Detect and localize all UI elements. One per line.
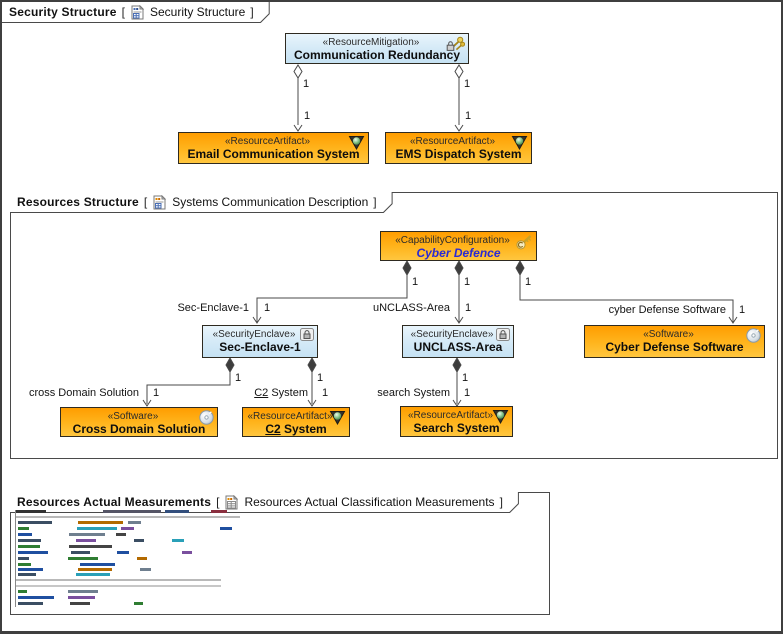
node-name: Cyber Defense Software xyxy=(605,340,744,354)
multiplicity-label[interactable]: 1 xyxy=(525,276,532,288)
role-label-search-system[interactable]: search System xyxy=(377,387,450,399)
padlock-badge-icon xyxy=(496,328,510,341)
arrowhead xyxy=(293,124,303,132)
bracket-close: ] xyxy=(250,5,254,19)
role-label-unclass-area[interactable]: uNCLASS-Area xyxy=(372,302,450,314)
frame-title: Resources Actual Measurements xyxy=(17,495,212,509)
multiplicity-label[interactable]: 1 xyxy=(464,276,471,288)
role-label-rest: System xyxy=(268,387,308,399)
measurements-preview[interactable] xyxy=(15,510,241,607)
bracket-open: [ xyxy=(143,195,148,209)
node-stereotype: «ResourceArtifact» xyxy=(247,411,333,422)
keys-and-padlock-icon xyxy=(444,36,466,52)
multiplicity-label[interactable]: 1 xyxy=(304,110,311,122)
node-stereotype: «ResourceArtifact» xyxy=(224,136,311,147)
frame-diagram-name: Security Structure xyxy=(149,5,246,19)
arrowhead xyxy=(454,124,464,132)
tab-fill xyxy=(10,192,392,212)
multiplicity-label[interactable]: 1 xyxy=(235,372,242,384)
node-name: Search System xyxy=(413,421,500,435)
node-stereotype: «ResourceArtifact» xyxy=(407,410,494,421)
frame-diagram-name: Resources Actual Classification Measurem… xyxy=(244,495,495,509)
aggregation-diamond xyxy=(454,64,464,79)
role-label-cyber-defense-software[interactable]: cyber Defense Software xyxy=(608,304,726,316)
multiplicity-label[interactable]: 1 xyxy=(464,78,471,90)
role-label-cross-domain-solution[interactable]: cross Domain Solution xyxy=(28,387,139,399)
role-label-sec-enclave-1[interactable]: Sec-Enclave-1 xyxy=(177,302,249,314)
frame-tab-security-structure[interactable]: Security Structure [ Security Structure … xyxy=(2,2,270,23)
node-communication-redundancy[interactable]: «ResourceMitigation» Communication Redun… xyxy=(285,33,469,64)
multiplicity-label[interactable]: 1 xyxy=(465,110,472,122)
node-stereotype: «Software» xyxy=(107,411,159,422)
frame-title: Security Structure xyxy=(9,5,117,19)
padlock-badge-icon xyxy=(300,328,314,341)
frame-tab-resources-structure[interactable]: Resources Structure [ Systems Communicat… xyxy=(10,192,393,213)
multiplicity-label[interactable]: 1 xyxy=(465,302,472,314)
plumb-shield-icon xyxy=(492,409,509,425)
node-stereotype: «SecurityEnclave» xyxy=(212,329,296,340)
node-name: Communication Redundancy xyxy=(293,48,460,62)
node-stereotype: «Software» xyxy=(643,329,694,340)
frame-diagram-name: Systems Communication Description xyxy=(172,195,369,209)
node-stereotype: «CapabilityConfiguration» xyxy=(395,235,510,246)
multiplicity-label[interactable]: 1 xyxy=(739,304,746,316)
multiplicity-label[interactable]: 1 xyxy=(153,387,160,399)
diagram-document-icon xyxy=(131,4,144,20)
node-name: UNCLASS-Area xyxy=(413,340,503,354)
cd-disc-icon xyxy=(746,328,761,343)
node-name-underlined: C2 xyxy=(265,422,281,436)
cd-disc-icon xyxy=(199,410,214,425)
table-document-icon xyxy=(225,494,239,510)
bracket-open: [ xyxy=(216,495,220,509)
node-name-rest: System xyxy=(280,422,327,436)
node-cyber-defense-software[interactable]: «Software» Cyber Defense Software xyxy=(584,325,765,358)
frame-title: Resources Structure xyxy=(17,195,139,209)
frame-tab-resources-measurements[interactable]: Resources Actual Measurements [ Resource… xyxy=(10,492,519,513)
multiplicity-label[interactable]: 1 xyxy=(317,372,324,384)
node-search-system[interactable]: «ResourceArtifact» Search System xyxy=(400,406,513,437)
role-label-underlined: C2 xyxy=(254,387,269,399)
key-clock-icon xyxy=(515,234,533,250)
node-name: EMS Dispatch System xyxy=(395,147,522,161)
bracket-close: ] xyxy=(373,195,377,209)
node-sec-enclave-1[interactable]: «SecurityEnclave» Sec-Enclave-1 xyxy=(202,325,318,358)
node-stereotype: «ResourceArtifact» xyxy=(409,136,496,147)
node-c2-system[interactable]: «ResourceArtifact» C2 System xyxy=(242,407,350,437)
node-name: C2 System xyxy=(243,422,349,436)
bracket-open: [ xyxy=(121,5,125,19)
multiplicity-label[interactable]: 1 xyxy=(464,387,471,399)
bracket-close: ] xyxy=(499,495,503,509)
multiplicity-label[interactable]: 1 xyxy=(462,372,469,384)
node-stereotype: «ResourceMitigation» xyxy=(322,37,420,48)
node-ems-dispatch-system[interactable]: «ResourceArtifact» EMS Dispatch System xyxy=(385,132,532,164)
node-name: Email Communication System xyxy=(187,147,360,161)
diagram-document-icon xyxy=(153,194,167,210)
node-cyber-defence[interactable]: «CapabilityConfiguration» Cyber Defence xyxy=(380,231,537,261)
tab-fill xyxy=(10,492,518,512)
node-name: Sec-Enclave-1 xyxy=(219,340,301,354)
frame-resources-measurements[interactable]: Resources Actual Measurements [ Resource… xyxy=(10,492,550,615)
multiplicity-label[interactable]: 1 xyxy=(322,387,329,399)
node-unclass-area[interactable]: «SecurityEnclave» UNCLASS-Area xyxy=(402,325,514,358)
node-stereotype: «SecurityEnclave» xyxy=(410,329,494,340)
multiplicity-label[interactable]: 1 xyxy=(264,302,271,314)
role-label-c2-system[interactable]: C2 System xyxy=(254,387,308,399)
plumb-shield-icon xyxy=(348,135,365,151)
plumb-shield-icon xyxy=(329,410,346,426)
node-name: Cyber Defence xyxy=(416,246,501,260)
node-name: Cross Domain Solution xyxy=(72,422,206,436)
multiplicity-label[interactable]: 1 xyxy=(303,78,310,90)
aggregation-diamond xyxy=(293,64,303,79)
plumb-shield-icon xyxy=(511,135,528,151)
multiplicity-label[interactable]: 1 xyxy=(412,276,419,288)
node-cross-domain-solution[interactable]: «Software» Cross Domain Solution xyxy=(60,407,218,437)
node-email-communication-system[interactable]: «ResourceArtifact» Email Communication S… xyxy=(178,132,369,164)
